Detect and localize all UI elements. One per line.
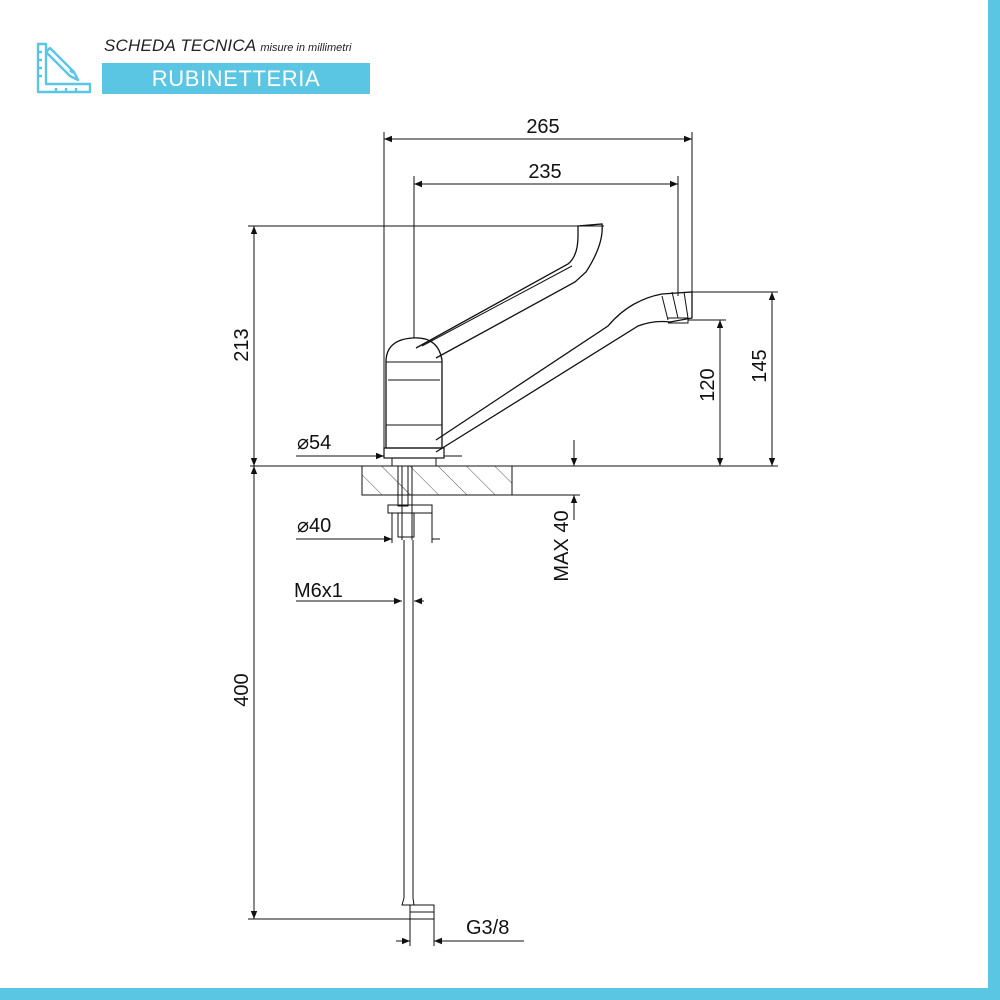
label-hose-length: 400 xyxy=(231,673,253,706)
category-banner: RUBINETTERIA xyxy=(102,63,370,94)
label-spout-length: 235 xyxy=(528,161,561,183)
lever-edge xyxy=(421,265,573,347)
category-label: RUBINETTERIA xyxy=(151,65,321,91)
body-base xyxy=(383,447,445,459)
label-total-height: 213 xyxy=(231,328,253,361)
spout-aerator xyxy=(661,291,689,324)
mounting-stud xyxy=(397,512,415,538)
base-washer xyxy=(391,457,437,467)
label-overall-length: 265 xyxy=(526,116,559,138)
label-max-thickness: MAX 40 xyxy=(551,510,573,581)
label-connection: G3/8 xyxy=(466,917,509,939)
mounting-nut xyxy=(387,504,433,514)
faucet-body xyxy=(385,337,443,449)
label-base-diameter: ⌀54 xyxy=(297,432,331,454)
lever-handle xyxy=(415,223,603,359)
sheet-subtitle: misure in millimetri xyxy=(260,42,352,54)
countertop-section xyxy=(361,465,513,496)
label-outlet-height: 120 xyxy=(697,368,719,401)
ruler-pencil-icon xyxy=(36,42,92,94)
hose-ferrule xyxy=(401,897,415,906)
shank xyxy=(397,465,409,507)
label-spout-height: 145 xyxy=(749,349,771,382)
frame-bottom-border xyxy=(0,988,1000,1000)
sheet-title: SCHEDA TECNICA xyxy=(104,36,257,55)
label-thread: M6x1 xyxy=(294,580,343,602)
label-shank-diameter: ⌀40 xyxy=(297,515,331,537)
frame-right-border xyxy=(988,0,1000,1000)
